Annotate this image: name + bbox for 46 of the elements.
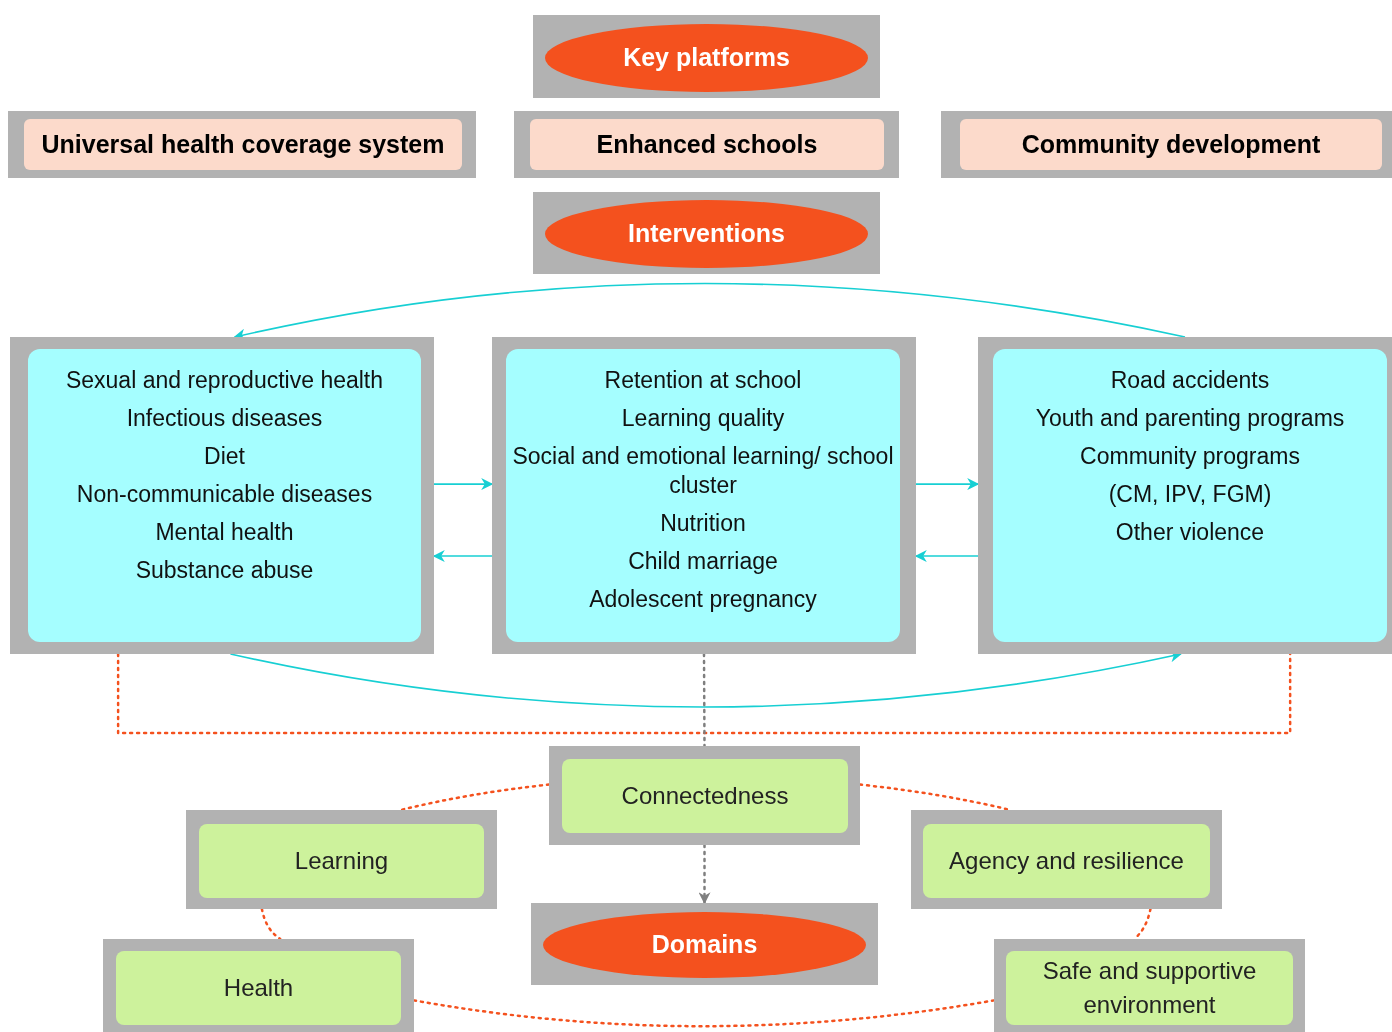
platform-heading: Interventions <box>628 218 785 250</box>
frame-box <box>186 810 497 909</box>
intervention-item: Nutrition <box>660 509 746 538</box>
intervention-item: Other violence <box>1115 518 1265 547</box>
platform-title: Enhanced schools <box>596 128 818 160</box>
connector-line <box>702 652 706 748</box>
arrow <box>433 478 494 491</box>
platform-heading: Domains <box>651 929 758 961</box>
frame-box <box>8 111 476 178</box>
intervention-item: Mental health <box>155 518 294 547</box>
arrow <box>698 843 711 905</box>
frame-box <box>941 111 1392 178</box>
frame-box <box>103 939 414 1032</box>
intervention-item: Learning quality <box>621 404 785 433</box>
platform-title: Community development <box>1021 128 1321 160</box>
platform-title: Universal health coverage system <box>41 128 445 160</box>
intervention-item: Sexual and reproductive health <box>65 366 384 395</box>
intervention-item: Road accidents <box>1110 366 1270 395</box>
frame-box <box>994 939 1305 1032</box>
intervention-item: Non-communicable diseases <box>76 480 373 509</box>
frame-box <box>514 111 899 178</box>
domain-label: Health <box>223 973 294 1003</box>
intervention-item: (CM, IPV, FGM) <box>1108 480 1272 509</box>
domain-label: Safe and supportive environment <box>1041 956 1258 1020</box>
frame-box <box>531 903 878 985</box>
intervention-item: Child marriage <box>628 547 778 576</box>
intervention-item: Infectious diseases <box>126 404 323 433</box>
domain-label: Connectedness <box>621 781 789 811</box>
connector-line <box>399 783 551 812</box>
platform-heading: Key platforms <box>623 42 790 74</box>
domain-label: Agency and resilience <box>949 846 1184 876</box>
arrow <box>915 478 980 491</box>
intervention-item: Youth and parenting programs <box>1035 404 1345 433</box>
frame-box <box>533 192 880 274</box>
frame-box <box>533 15 880 98</box>
intervention-item: Substance abuse <box>135 556 314 585</box>
connector-line <box>260 907 282 941</box>
intervention-item: Retention at school <box>604 366 802 395</box>
frame-box <box>549 746 860 845</box>
domain-label: Learning <box>294 846 389 876</box>
frame-box <box>911 810 1222 909</box>
intervention-item: Community programs <box>1080 442 1300 471</box>
intervention-item: Social and emotional learning/ school cluster <box>511 442 895 500</box>
connector-line <box>116 652 1292 735</box>
intervention-item: Diet <box>204 442 245 471</box>
intervention-item: Adolescent pregnancy <box>589 585 817 614</box>
